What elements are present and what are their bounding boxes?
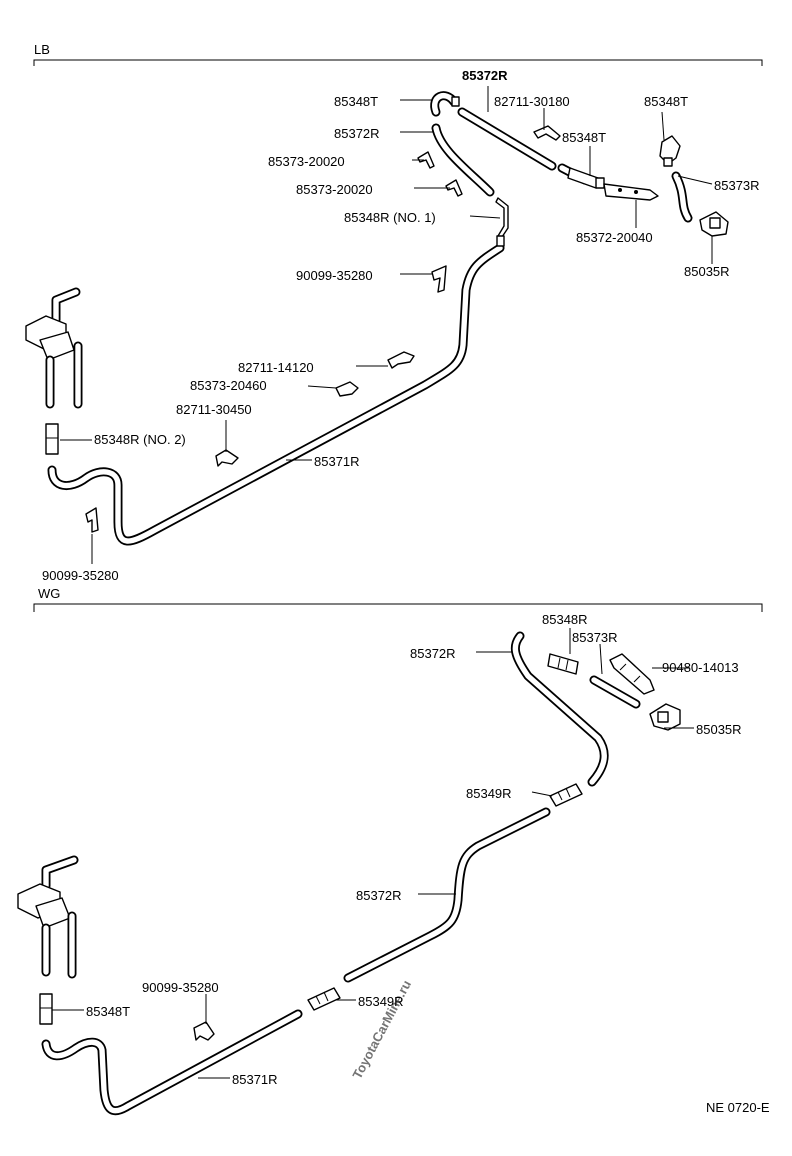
connector-85349R-upper (549, 783, 583, 807)
hose-85372R-left (431, 123, 495, 197)
connector-85348T-mid (567, 167, 605, 189)
hose-85372R-wg-upper (510, 631, 609, 787)
label-82711-30180: 82711-30180 (494, 94, 570, 109)
label-85348R-no2: 85348R (NO. 2) (94, 432, 186, 447)
label-85349R-lower: 85349R (358, 994, 404, 1009)
label-85349R-upper: 85349R (466, 786, 512, 801)
label-85373-20020-a: 85373-20020 (268, 154, 345, 169)
label-85372R-wg-upper: 85372R (410, 646, 456, 661)
section-divider-lb (33, 59, 763, 66)
hose-90480-14013 (609, 653, 655, 695)
section-divider-wg (33, 603, 763, 612)
section-lb: LB (25, 42, 763, 583)
clip-85373-20020-a (417, 151, 435, 169)
hose-85372R-wg-mid (343, 807, 551, 983)
label-85348T-b: 85348T (644, 94, 688, 109)
connector-85348R-wg (547, 653, 579, 675)
leader-lines-wg (52, 628, 694, 1079)
hose-85373R-right (671, 171, 693, 223)
label-85372R-left: 85372R (334, 126, 380, 141)
label-85035R: 85035R (684, 264, 730, 279)
connector-85348R-no2 (45, 423, 59, 455)
valve-85035R-lb (699, 211, 729, 237)
connector-85348T-wg (39, 993, 53, 1025)
clip-82711-30450 (215, 449, 239, 467)
hose-85372R-upper (457, 107, 590, 185)
elbow-85348R-no1 (495, 197, 509, 247)
label-85373-20460: 85373-20460 (190, 378, 267, 393)
label-85348R-no1: 85348R (NO. 1) (344, 210, 436, 225)
clip-85373-20020-b (445, 179, 463, 197)
canister-assembly-wg (17, 855, 79, 979)
hose-85371R-lb (47, 243, 505, 546)
doc-code: NE 0720-E (706, 1100, 770, 1115)
hose-85373R-wg (589, 675, 641, 709)
clip-82711-14120 (387, 351, 415, 369)
leader-lines-lb (60, 86, 713, 564)
hose-85371R-wg (41, 1009, 303, 1116)
clip-90099-35280-upper (431, 265, 447, 293)
label-85373R-wg: 85373R (572, 630, 618, 645)
label-82711-30450: 82711-30450 (176, 402, 252, 417)
label-85348T-c: 85348T (562, 130, 606, 145)
label-85373R: 85373R (714, 178, 760, 193)
label-85372-20040: 85372-20040 (576, 230, 653, 245)
label-90099-35280-upper: 90099-35280 (296, 268, 373, 283)
label-85035R-wg: 85035R (696, 722, 742, 737)
label-85348R-wg: 85348R (542, 612, 588, 627)
elbow-85348T-right (659, 135, 681, 167)
canister-assembly-lb (25, 287, 83, 409)
pipe-85372-20040 (603, 183, 659, 201)
label-90099-35280-wg: 90099-35280 (142, 980, 219, 995)
clip-90099-35280-wg (193, 1021, 215, 1041)
clip-90099-35280-lower (85, 507, 99, 533)
label-90099-35280-lower: 90099-35280 (42, 568, 119, 583)
label-82711-14120: 82711-14120 (238, 360, 314, 375)
section-title-wg: WG (38, 586, 60, 601)
clip-85373-20460 (335, 381, 359, 397)
label-85372R-top: 85372R (462, 68, 508, 83)
clip-82711-30180 (533, 125, 561, 141)
elbow-85348T-top (430, 91, 460, 117)
label-85348T-a: 85348T (334, 94, 378, 109)
label-85371R-wg: 85371R (232, 1072, 278, 1087)
valve-85035R-wg (649, 703, 681, 731)
section-wg: WG (17, 586, 763, 1116)
label-85348T-wg: 85348T (86, 1004, 130, 1019)
section-title-lb: LB (34, 42, 50, 57)
label-85371R-lb: 85371R (314, 454, 360, 469)
label-90480-14013: 90480-14013 (662, 660, 739, 675)
label-85373-20020-b: 85373-20020 (296, 182, 373, 197)
label-85372R-wg-mid: 85372R (356, 888, 402, 903)
connector-85349R-lower (307, 987, 341, 1011)
